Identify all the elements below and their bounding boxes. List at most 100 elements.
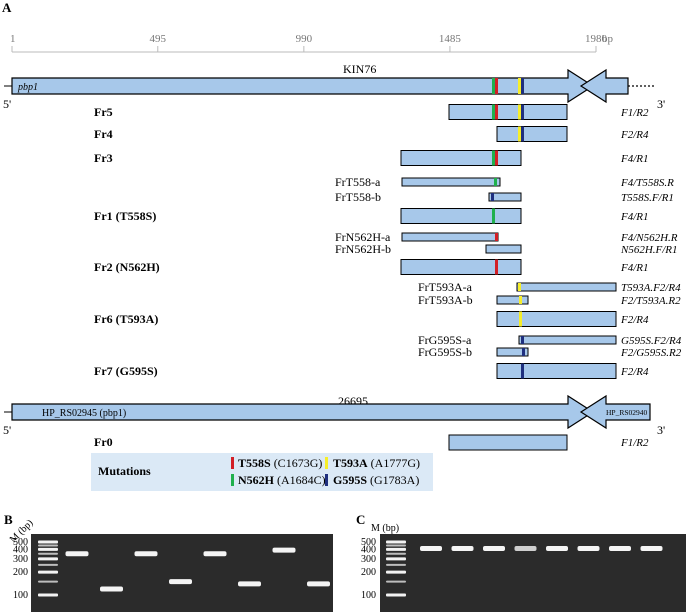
lane-label: FrT588S-a [68,496,105,533]
sample-band [514,546,537,552]
sample-band [577,546,600,552]
kin76-three-prime: 3' [657,97,665,111]
fragment-bar [401,232,499,242]
gel-b-bands [38,540,330,597]
ladder-label: 200 [13,567,28,578]
lane-label: FrT593A-b [241,495,279,533]
next-gene-arrow [579,68,629,104]
legend-item-g595s: G595S(G1783A) [333,473,419,487]
fragment-label: FrG595S-a [418,333,472,347]
hp-rs02940-gene-arrow [579,394,651,430]
fragment-bar [496,126,568,142]
fr0-label: Fr0 [94,435,113,449]
mutation-mark-t558s [495,233,498,241]
ladder-label: 100 [361,590,376,601]
fragment-primers: G595S.F2/R4 [621,335,682,347]
mutation-mark-n562h [492,104,495,120]
sample-band [169,579,192,585]
fragment-bar [400,259,522,275]
mutation-mark-n562h [492,208,495,224]
sample-band [546,546,568,552]
fragment-label: Fr7 (G595S) [94,364,158,378]
fragment-primers: F2/R4 [620,314,649,326]
fragment-label: FrG595S-b [418,345,472,359]
mutation-mark-g595s [521,104,524,120]
lane-label: Fr1 [455,524,468,534]
fragment-label: FrT558-a [335,175,381,189]
mutation-mark-g595s [522,348,525,356]
panel-label-b: B [4,512,13,527]
fr0-primers: F1/R2 [620,437,649,449]
fragment-bar [496,311,617,327]
sample-band [238,581,261,587]
fragment-label: FrN562H-a [335,230,391,244]
sample-band [134,551,158,557]
mutation-mark-g595s [521,78,524,94]
fragment-primers: F4/R1 [620,153,649,165]
ladder-label: 300 [13,554,28,565]
fr0-bar [448,434,568,451]
sample-band [307,581,330,587]
fragment-primers: F4/T558S.R [620,177,674,189]
fragment-primers: F4/R1 [620,211,649,223]
fragment-bar [400,208,522,224]
lane-label: FrG595S-a [275,496,312,533]
mutation-mark-t558s [495,78,498,94]
ladder-label: 500 [13,537,28,548]
ladder-band [386,547,406,551]
sample-band [640,546,663,552]
fragment-label: Fr4 [94,127,113,141]
hp-rs02945-gene-arrow [11,394,595,430]
ladder-band [386,593,406,597]
lane-label: FrN562H-a [137,495,176,534]
panel-label-a: A [2,0,12,15]
lane-label: FrG595S-b [310,496,347,533]
ladder-label: 400 [361,544,376,555]
fragment-primers: N562H.F/R1 [620,244,678,256]
mutation-mark-t593a [519,311,522,327]
fragment-bar [401,177,501,187]
mutation-mark-t558s [495,150,498,166]
lane-label: Fr5 [644,524,657,534]
lane-label: FrT588S-b [103,496,140,533]
fragment-label: Fr5 [94,105,113,119]
fragment-primers: F1/R2 [620,107,649,119]
fragment-bar [516,282,617,292]
ladder-band [386,557,406,561]
sample-band [65,551,89,557]
ladder-band [386,580,406,583]
gel-c-bands [386,540,663,597]
s26695-gene-map: HP_RS02945 (pbp1) HP_RS02940 5' 3' [3,394,665,437]
fragment-bar [518,335,617,345]
ladder-band [386,552,406,555]
fragment-label: FrT593A-b [418,293,473,307]
lane-label: Fr0 [423,524,436,534]
sample-band [609,546,631,552]
fragment-primers: F4/N562H.R [620,232,678,244]
fragment-bar [485,244,522,254]
ladder-band [38,580,58,583]
mutation-mark-n562h [492,78,495,94]
legend-swatch-t558s [231,457,234,469]
ladder-band [38,570,58,574]
ladder-band [386,540,406,544]
mutation-mark-n562h [492,150,495,166]
ruler-unit: bp [602,33,614,45]
ladder-label: 300 [361,554,376,565]
kin76-five-prime: 5' [3,97,11,111]
ladder-label: 200 [361,567,376,578]
lane-label: FrN562H-b [172,495,211,534]
fragment-primers: T558S.F/R1 [621,192,674,204]
fragment-label: FrT593A-a [418,280,473,294]
ruler-tick-label: 495 [150,33,167,45]
s26695-five-prime: 5' [3,423,11,437]
fragment-label: FrT558-b [335,190,381,204]
mutation-mark-t593a [518,104,521,120]
fragment-bar [488,192,522,202]
fragment-primers: F4/R1 [620,262,649,274]
fragment-label: Fr3 [94,151,113,165]
fragment-bar [496,295,529,305]
